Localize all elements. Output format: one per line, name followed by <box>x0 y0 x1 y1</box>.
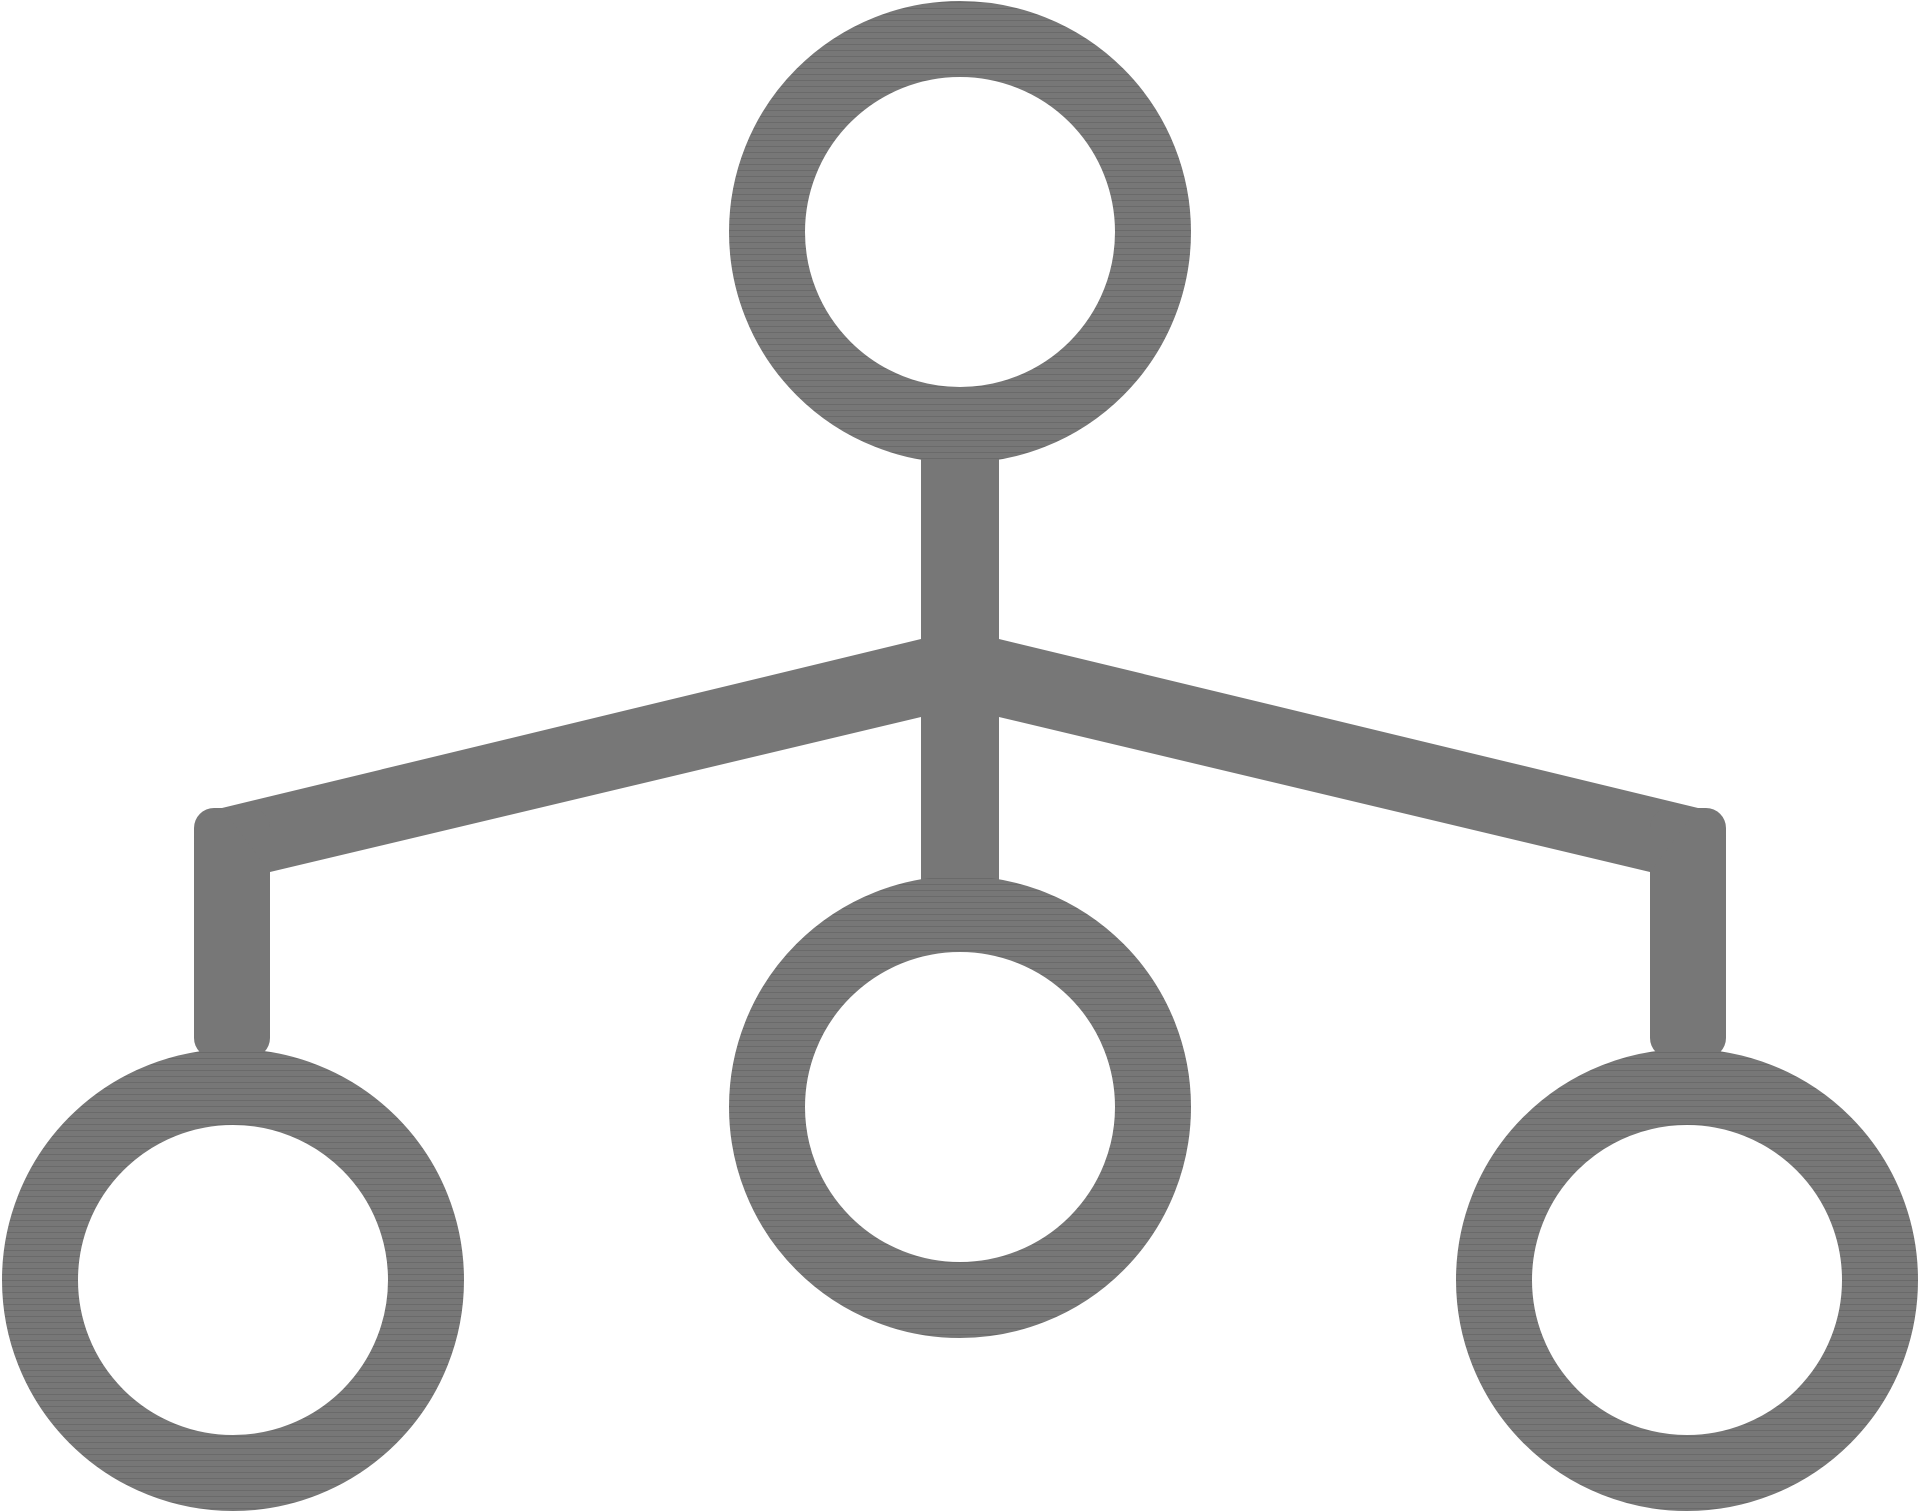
root-stem <box>921 455 999 670</box>
center-stem <box>921 700 999 880</box>
right-node-ring <box>1456 1049 1918 1511</box>
right-stem <box>1650 808 1726 1058</box>
connector-lines <box>194 455 1726 1058</box>
right-elbow <box>1650 808 1726 872</box>
left-node-ring <box>2 1049 464 1511</box>
root-node-ring <box>729 1 1191 463</box>
left-stem <box>194 808 270 1058</box>
left-elbow <box>194 808 270 872</box>
left-arm <box>222 639 999 872</box>
center-node-ring <box>729 876 1191 1338</box>
right-arm <box>921 639 1698 872</box>
